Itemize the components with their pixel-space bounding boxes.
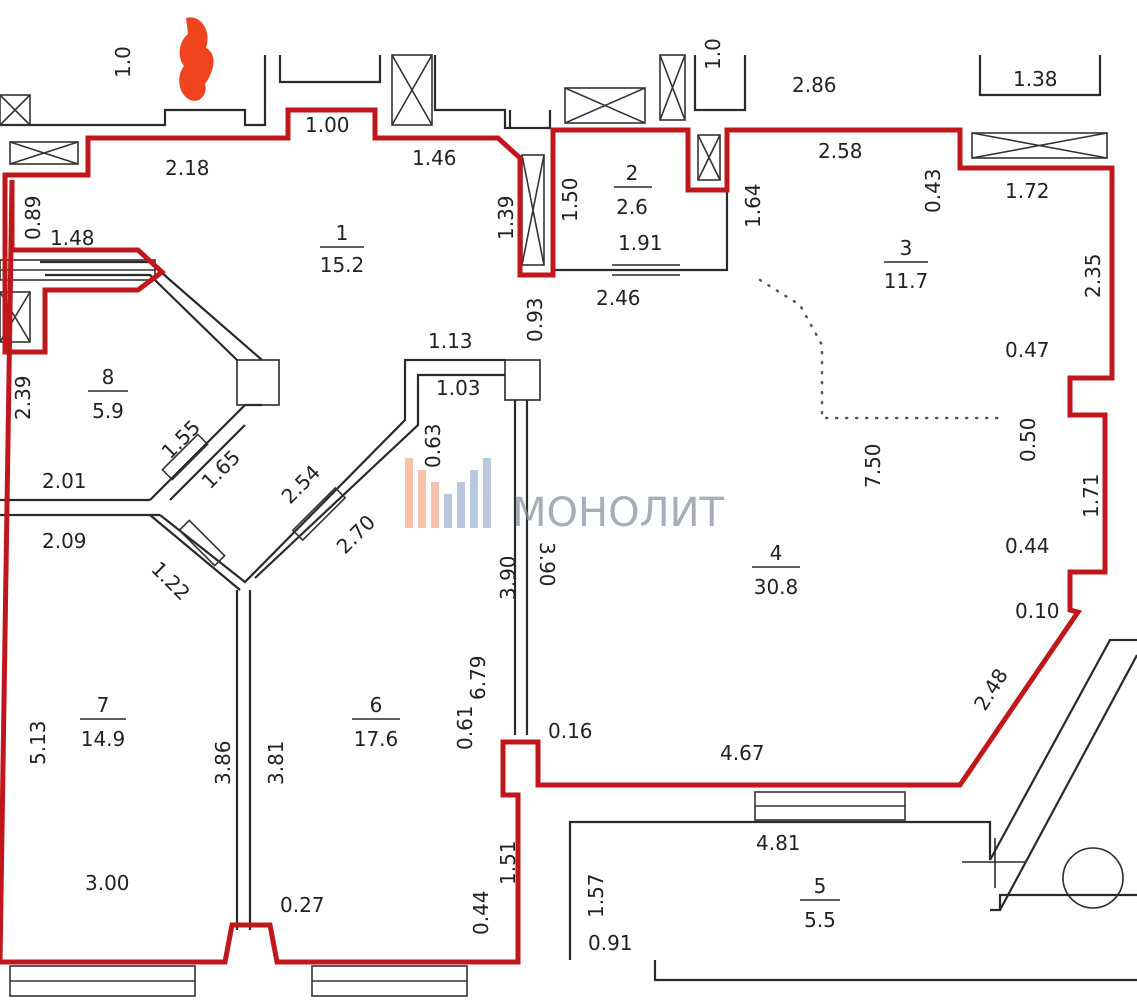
dimension-label: 2.48: [969, 664, 1013, 714]
dimension-label: 0.91: [588, 931, 633, 955]
ceiling-line: [758, 278, 1002, 420]
doorway-symbol: [161, 433, 209, 481]
dimension-label: 0.43: [921, 168, 945, 213]
dimension-label: 3.81: [264, 740, 288, 785]
dimension-label: 1.39: [494, 195, 518, 240]
dimension-label: 1.00: [305, 113, 350, 137]
room-number: 1: [336, 221, 349, 245]
dimension-label: 1.55: [157, 415, 205, 463]
dimension-label: 5.13: [26, 720, 50, 765]
dimension-label: 3.90: [535, 542, 559, 587]
dimension-label: 0.63: [421, 423, 445, 468]
room-number: 7: [97, 693, 110, 717]
dimension-label: 3.86: [211, 740, 235, 785]
marker-icon: [179, 17, 214, 101]
dimension-label: 0.44: [1005, 534, 1050, 558]
dimension-label: 2.70: [332, 510, 380, 558]
room-number: 2: [626, 161, 639, 185]
window-symbol: [391, 54, 433, 126]
room-area: 17.6: [354, 727, 399, 751]
apartment-outline: [0, 107, 1115, 965]
window-symbol: [0, 259, 156, 281]
dimension-label: 0.27: [280, 893, 325, 917]
dimension-label: 1.72: [1005, 179, 1050, 203]
dimension-label: 0.50: [1016, 417, 1040, 462]
room-area: 30.8: [754, 575, 799, 599]
dimension-label: 2.58: [818, 139, 863, 163]
dimension-label: 2.46: [596, 286, 641, 310]
watermark: МОНОЛИТ: [405, 458, 725, 536]
dimension-label: 1.48: [50, 226, 95, 250]
dimension-label: 2.01: [42, 469, 87, 493]
dimension-label: 1.71: [1079, 473, 1103, 518]
dimension-labels: 1.00 2.18 1.46 0.89 1.48 1.39 1.50 1.91 …: [11, 38, 1105, 955]
room-number: 4: [770, 541, 783, 565]
dimension-label: 0.47: [1005, 338, 1050, 362]
dimension-label: 1.91: [618, 231, 663, 255]
window-symbol: [311, 965, 468, 997]
dimension-label: 4.81: [756, 831, 801, 855]
dimension-label: 1.38: [1013, 67, 1058, 91]
watermark-text: МОНОЛИТ: [512, 490, 725, 536]
dimension-label: 3.00: [85, 871, 130, 895]
dimension-label: 0.61: [453, 705, 477, 750]
dimension-label: 2.39: [11, 375, 35, 420]
dimension-label: 2.18: [165, 156, 210, 180]
dimension-label: 0.44: [469, 890, 493, 935]
window-symbol: [564, 87, 646, 124]
window-symbol: [0, 94, 31, 126]
dimension-label: 1.46: [412, 146, 457, 170]
room-area: 2.6: [616, 195, 648, 219]
dimension-label: 1.22: [146, 557, 194, 605]
window-symbol: [754, 791, 906, 821]
dimension-label: 1.0: [701, 38, 725, 70]
room-number: 6: [370, 693, 383, 717]
room-number: 8: [102, 365, 115, 389]
dimension-label: 1.64: [741, 183, 765, 228]
dimension-label: 0.93: [523, 297, 547, 342]
dimension-label: 1.65: [197, 445, 245, 493]
windows: [0, 54, 1108, 997]
dimension-label: 2.54: [277, 460, 325, 508]
dimension-label: 1.03: [436, 376, 481, 400]
room-number: 5: [814, 874, 827, 898]
room-area: 5.5: [804, 908, 836, 932]
room-area: 11.7: [884, 269, 929, 293]
dimension-label: 1.50: [558, 177, 582, 222]
dimension-label: 3.90: [496, 555, 520, 600]
dimension-label: 2.09: [42, 529, 87, 553]
watermark-logo-icon: [405, 458, 491, 528]
window-symbol: [971, 132, 1108, 159]
dimension-label: 1.51: [496, 840, 520, 885]
dimension-label: 0.10: [1015, 599, 1060, 623]
room-number: 3: [900, 236, 913, 260]
window-symbol: [521, 154, 545, 266]
window-symbol: [659, 54, 686, 121]
room-area: 14.9: [81, 727, 126, 751]
dimension-label: 1.57: [584, 873, 608, 918]
dimension-label: 7.50: [861, 443, 885, 488]
room-area: 5.9: [92, 399, 124, 423]
dimension-label: 0.89: [21, 195, 45, 240]
window-symbol: [9, 965, 196, 997]
dimension-label: 6.79: [466, 655, 490, 700]
doorway-symbol: [291, 486, 347, 542]
window-symbol: [9, 141, 79, 165]
doorway-symbol: [178, 519, 226, 567]
dimension-label: 0.16: [548, 719, 593, 743]
dimension-label: 1.13: [428, 329, 473, 353]
dimension-label: 1.0: [111, 46, 135, 78]
room-area: 15.2: [320, 253, 365, 277]
outer-walls: [0, 55, 1137, 982]
dimension-label: 4.67: [720, 741, 765, 765]
dimension-label: 2.35: [1081, 253, 1105, 298]
window-symbol: [697, 134, 721, 181]
room-labels: 1 15.2 2 2.6 3 11.7 4 30.8 5 5.5 6 17.6 …: [80, 161, 928, 932]
dimension-label: 2.86: [792, 73, 837, 97]
